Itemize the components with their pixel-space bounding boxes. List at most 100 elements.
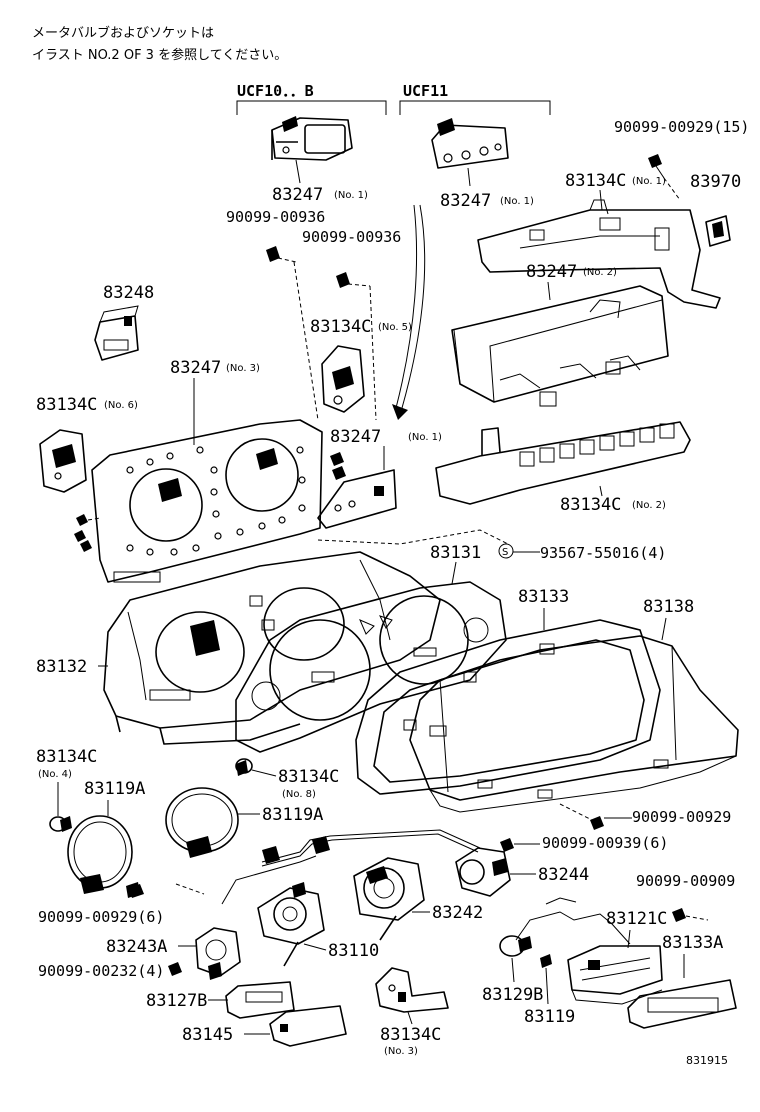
part-83247-no2-drawing <box>451 285 669 407</box>
label-90099-00936-b: 90099-00936 <box>302 228 401 246</box>
label-83247-ucf10: 83247 <box>272 185 323 205</box>
label-83247-ucf10-sub: (No. 1) <box>334 190 368 201</box>
screw-90099-00936-b <box>336 272 350 288</box>
screw-90099-00929-low <box>128 884 144 898</box>
screw-90099-00232 <box>168 962 182 976</box>
screw-90099-00939 <box>500 838 514 852</box>
label-83119a-right: 83119A <box>262 805 323 825</box>
label-83247-no3-sub: (No. 3) <box>226 363 260 374</box>
label-90099-00929-low: 90099-00929(6) <box>38 908 164 926</box>
part-83133-frame-drawing <box>355 619 661 795</box>
label-83119a-left: 83119A <box>84 779 145 799</box>
label-83970: 83970 <box>690 172 741 192</box>
part-83134c-no2-drawing <box>435 421 691 505</box>
group-ucf11-label: UCF11 <box>403 82 448 100</box>
part-83119a-left-drawing <box>67 815 140 898</box>
part-83242-drawing <box>353 857 425 941</box>
label-83145: 83145 <box>182 1025 233 1045</box>
part-83134c-no5-drawing <box>321 345 365 413</box>
part-83119a-right-drawing <box>165 787 239 858</box>
part-83138-lens-drawing <box>409 635 739 813</box>
label-93567-55016: 93567-55016(4) <box>540 544 666 562</box>
part-83247-ucf11-drawing <box>431 118 509 169</box>
label-83119: 83119 <box>524 1007 575 1027</box>
part-83134c-no1-drawing <box>477 199 721 309</box>
part-83127b-drawing <box>225 981 295 1019</box>
s-symbol-icon: S <box>498 543 514 559</box>
label-83134c-no5-sub: (No. 5) <box>378 322 412 333</box>
label-83243a: 83243A <box>106 937 167 957</box>
label-90099-00936-a: 90099-00936 <box>226 208 325 226</box>
label-83134c-no8: 83134C <box>278 767 339 787</box>
part-83110-drawing <box>257 882 325 967</box>
group-ucf11-bracket: UCF11 <box>399 82 551 115</box>
label-83247-ucf11-sub: (No. 1) <box>500 196 534 207</box>
connector-83970 <box>705 215 731 247</box>
label-83248: 83248 <box>103 283 154 303</box>
screw-90099-00936-a <box>266 246 280 262</box>
label-83134c-no4: 83134C <box>36 747 97 767</box>
label-83247-mid: 83247 <box>330 427 381 447</box>
label-83247-ucf11: 83247 <box>440 191 491 211</box>
part-83121c-drawing <box>567 945 663 1005</box>
label-83134c-no2: 83134C <box>560 495 621 515</box>
part-83247-ucf10-drawing <box>271 116 353 161</box>
part-83145-drawing <box>269 1005 347 1047</box>
screw-90099-00929-top <box>648 154 665 179</box>
part-83134c-no6-drawing <box>39 429 87 493</box>
label-90099-00909: 90099-00909 <box>636 872 735 890</box>
screw-90099-00929-mid <box>590 816 604 830</box>
group-ucf10-label: UCF10．．B <box>237 82 314 100</box>
label-90099-00929-top: 90099-00929(15) <box>614 118 749 136</box>
part-83247-no3-drawing <box>91 419 323 583</box>
part-83133a-drawing <box>627 979 737 1029</box>
label-83134c-no4-sub: (No. 4) <box>38 769 72 780</box>
part-83244-drawing <box>455 847 511 897</box>
screws-83247-no3 <box>74 514 101 552</box>
label-83110: 83110 <box>328 941 379 961</box>
part-83247-mid-drawing <box>317 469 397 529</box>
label-83133: 83133 <box>518 587 569 607</box>
note-line-1: メータバルブおよびソケットは <box>32 25 214 41</box>
svg-text:S: S <box>502 547 508 558</box>
bulb-83134c-no4 <box>49 816 72 832</box>
label-83134c-no1: 83134C <box>565 171 626 191</box>
connector-harness <box>262 836 330 864</box>
group-ucf10-bracket: UCF10．．B <box>236 82 387 115</box>
part-83119-drawing <box>540 954 552 968</box>
part-83248-drawing <box>94 305 139 361</box>
label-83134c-no2-sub: (No. 2) <box>632 500 666 511</box>
screw-90099-00909 <box>672 908 686 922</box>
label-83127b: 83127B <box>146 991 207 1011</box>
part-83132-housing-drawing <box>103 551 441 745</box>
label-83247-mid-sub: (No. 1) <box>408 432 442 443</box>
part-83129b-drawing <box>499 935 532 957</box>
screws-83247-mid <box>330 452 346 480</box>
label-90099-00232: 90099-00232(4) <box>38 962 164 980</box>
label-83134c-no6-sub: (No. 6) <box>104 400 138 411</box>
label-83138: 83138 <box>643 597 694 617</box>
label-83131: 83131 <box>430 543 481 563</box>
label-90099-00939: 90099-00939(6) <box>542 834 668 852</box>
label-83247-no3: 83247 <box>170 358 221 378</box>
label-83247-no2: 83247 <box>526 262 577 282</box>
label-83134c-no3-sub: (No. 3) <box>384 1046 418 1057</box>
part-83134c-no3-drawing <box>375 967 449 1013</box>
label-83132: 83132 <box>36 657 87 677</box>
bulb-83134c-no8 <box>235 758 253 776</box>
label-83129b: 83129B <box>482 985 543 1005</box>
figure-number: 831915 <box>686 1054 728 1067</box>
part-83131-dial-face-drawing <box>235 581 507 753</box>
note-line-2: イラスト NO.2 OF 3 を参照してください。 <box>32 47 287 63</box>
label-83134c-no6: 83134C <box>36 395 97 415</box>
label-83133a: 83133A <box>662 933 723 953</box>
label-83134c-no3: 83134C <box>380 1025 441 1045</box>
label-83244: 83244 <box>538 865 589 885</box>
label-90099-00929-mid: 90099-00929 <box>632 808 731 826</box>
label-83134c-no8-sub: (No. 8) <box>282 789 316 800</box>
label-83134c-no1-sub: (No. 1) <box>632 176 666 187</box>
label-83134c-no5: 83134C <box>310 317 371 337</box>
label-83247-no2-sub: (No. 2) <box>583 267 617 278</box>
label-83121c: 83121C <box>606 909 667 929</box>
